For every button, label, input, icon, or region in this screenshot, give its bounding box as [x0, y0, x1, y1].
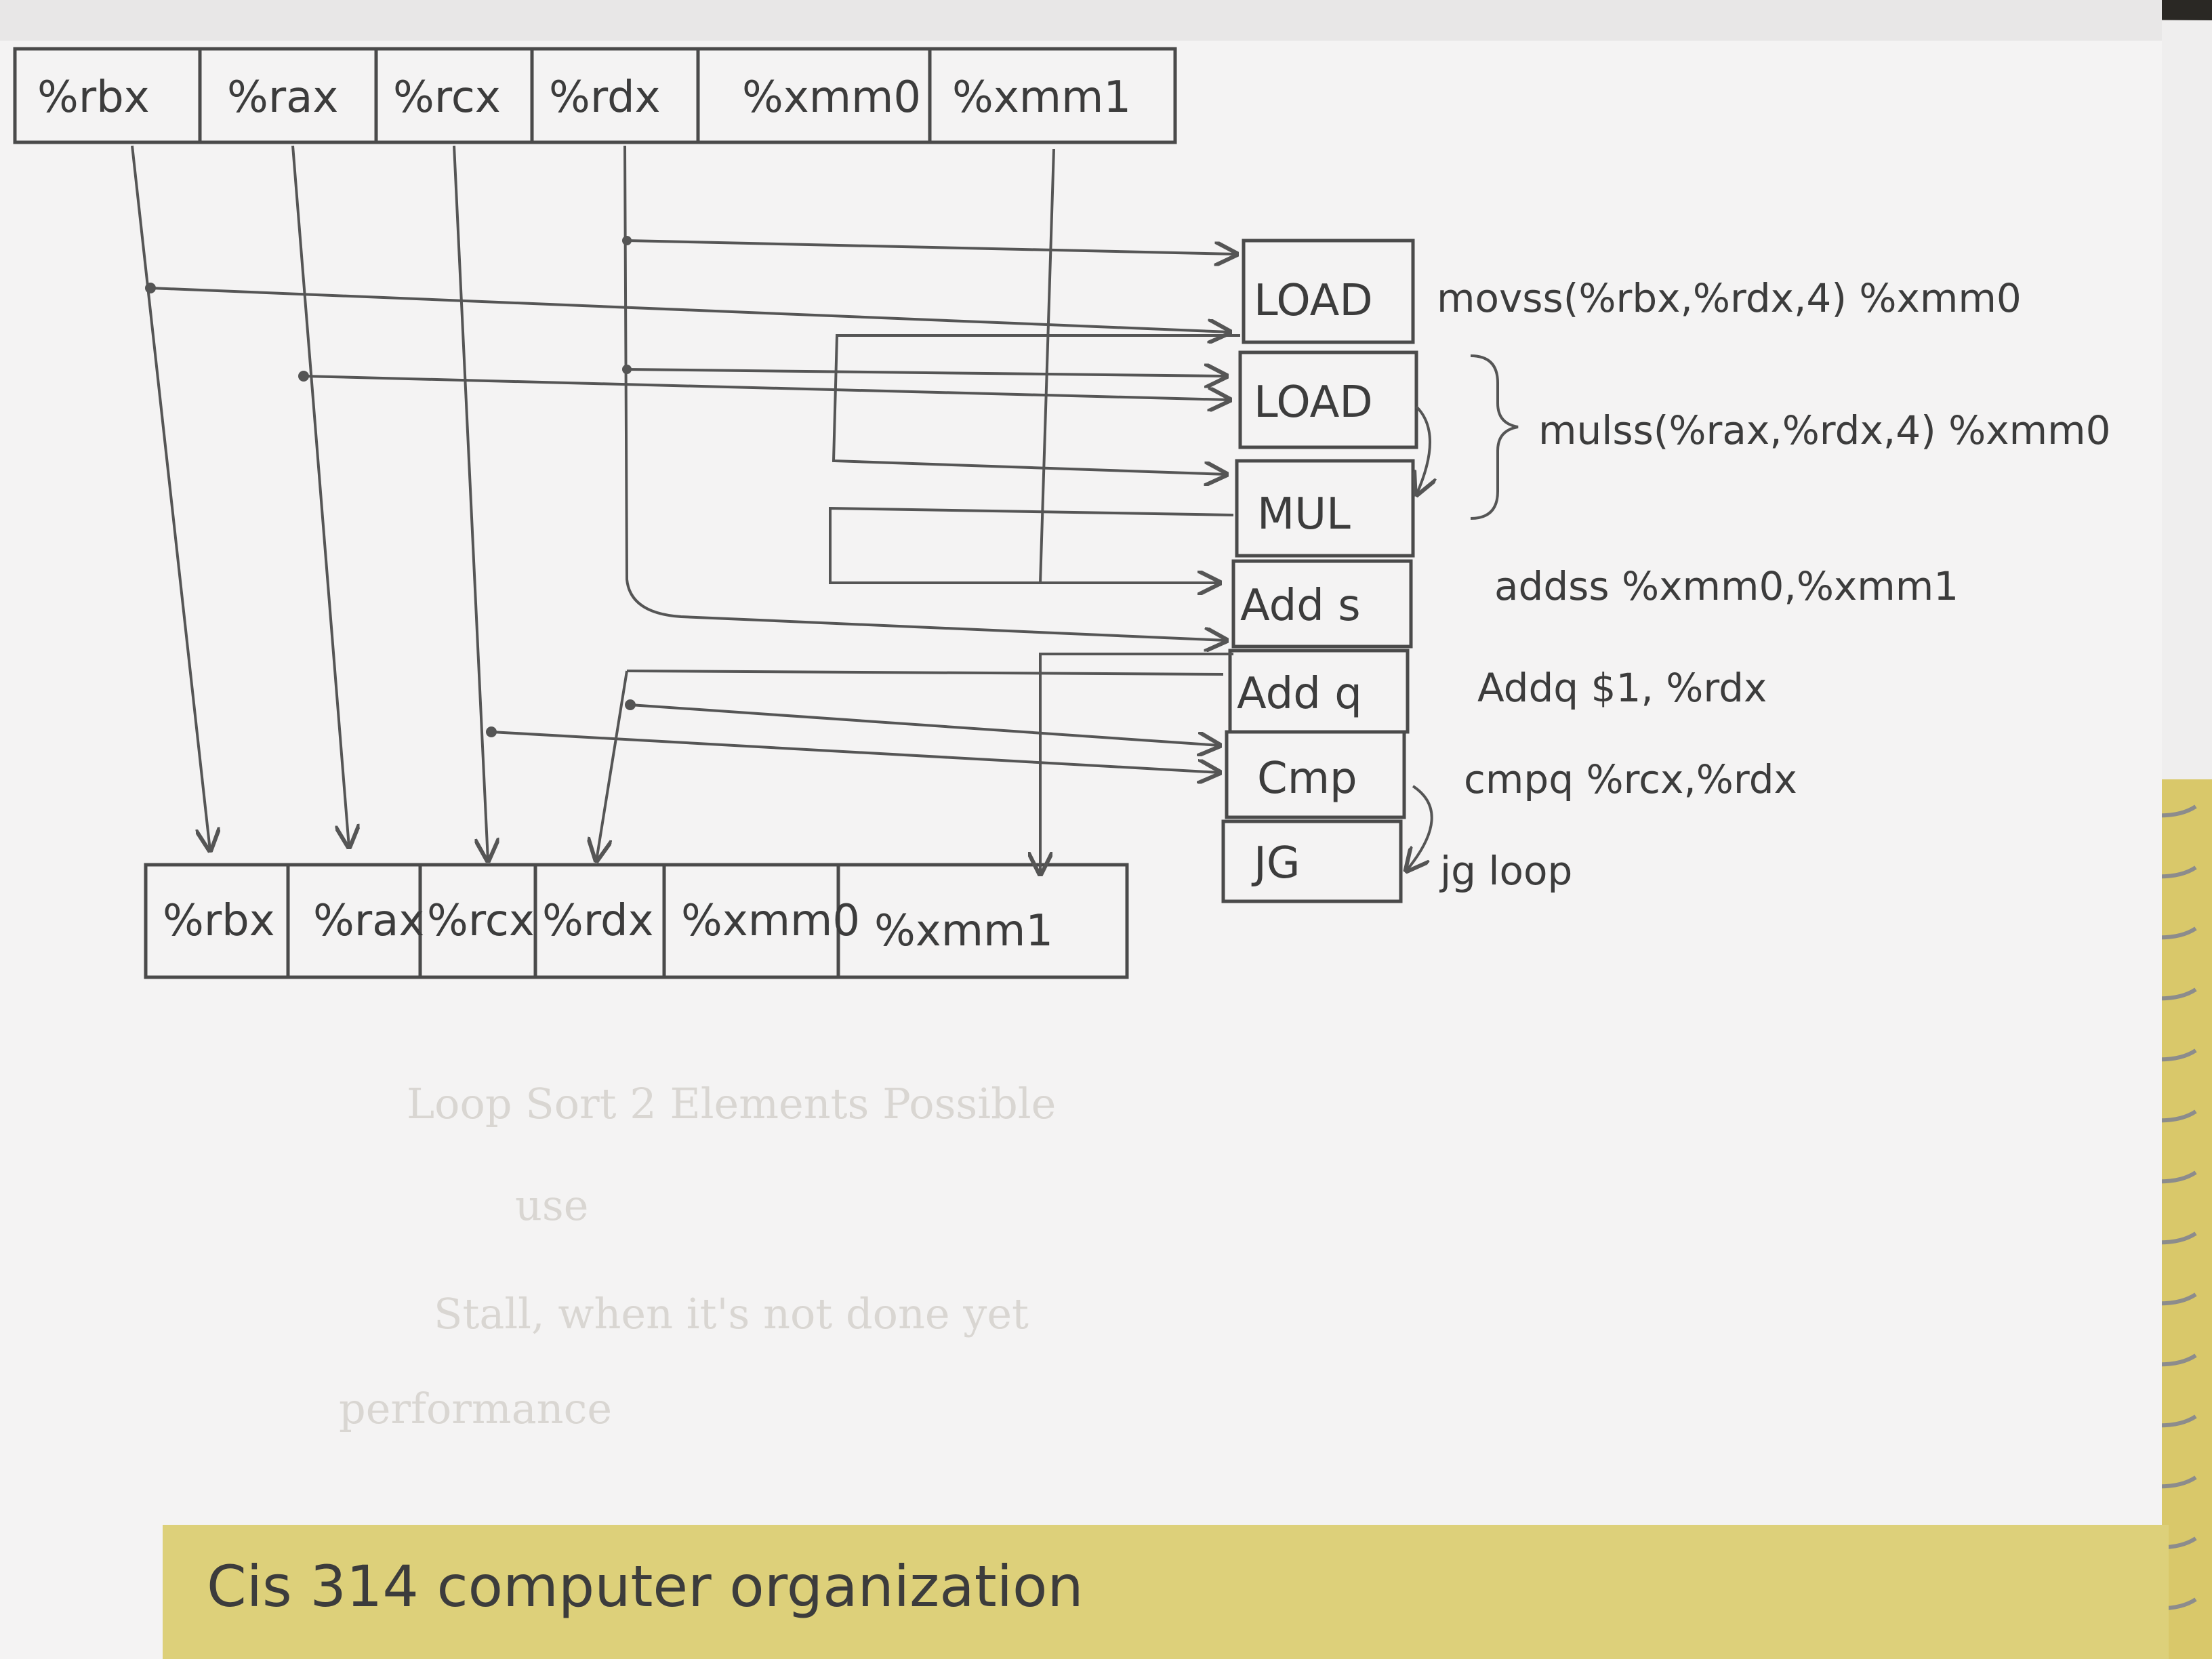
op-load-1-box [1242, 239, 1415, 344]
wire-load-to-mul [832, 334, 1240, 474]
svg-text:Loop Sort 2 Elements Possible: Loop Sort 2 Elements Possible [407, 1079, 1056, 1128]
op-load-1: LOAD [1254, 276, 1373, 326]
source-register-rdx: %rdx [549, 73, 661, 123]
dest-register-xmm0: %xmm0 [681, 896, 860, 946]
svg-text:Stall, when it's not done yet: Stall, when it's not done yet [434, 1289, 1029, 1338]
tap-rdx-1 [622, 236, 632, 245]
footer-title: Cis 314 computer organization [207, 1553, 1084, 1620]
op-adds-box [1231, 559, 1413, 649]
op-jg: JG [1251, 838, 1300, 888]
dest-register-rbx: %rbx [163, 896, 275, 946]
op-adds: Add s [1240, 581, 1361, 631]
svg-text:performance: performance [339, 1384, 612, 1433]
wire-adds-to-xmm1 [1040, 653, 1233, 874]
instr-addss: addss %xmm0,%xmm1 [1494, 563, 1959, 609]
tap-rcx [486, 726, 497, 737]
op-mul: MUL [1257, 489, 1351, 539]
bleed-through-text: Loop Sort 2 Elements Possible use Stall,… [339, 1079, 1056, 1433]
dest-register-row: %rbx %rax %rcx %rdx %xmm0 %xmm1 [144, 863, 1129, 979]
source-register-rcx: %rcx [393, 73, 501, 123]
instr-cmpq: cmpq %rcx,%rdx [1464, 756, 1797, 802]
dest-register-xmm1: %xmm1 [874, 906, 1053, 956]
wire-rax-to-load [303, 375, 1230, 400]
svg-text:use: use [515, 1181, 588, 1230]
wire-xmm1-to-adds [1038, 148, 1220, 584]
source-register-row: %rbx %rax %rcx %rdx %xmm0 %xmm1 [13, 47, 1177, 144]
tap-rax [298, 371, 309, 382]
instruction-annotations: movss(%rbx,%rdx,4) %xmm0 mulss(%rax,%rdx… [1437, 275, 2111, 894]
source-register-rax: %rax [227, 73, 338, 123]
op-cmp-box [1225, 730, 1406, 819]
tap-rdx-2 [622, 365, 632, 374]
wire-cmp-to-jg [1406, 785, 1433, 871]
instr-movss: movss(%rbx,%rdx,4) %xmm0 [1437, 275, 2022, 321]
wire-rdx-to-load2 [626, 369, 1227, 376]
dataflow-wires [131, 145, 1433, 874]
notebook-cover-edge [2155, 779, 2212, 1659]
paper-top-shadow [0, 0, 2162, 41]
tap-rdx-3 [625, 699, 636, 710]
op-mul-box [1235, 459, 1415, 558]
instr-mulss: mulss(%rax,%rdx,4) %xmm0 [1538, 407, 2111, 453]
wire-rax-down [291, 145, 349, 847]
wire-rbx-down [131, 145, 210, 851]
op-load-2: LOAD [1254, 377, 1373, 428]
op-cmp: Cmp [1257, 754, 1357, 804]
wire-rcx-down [453, 145, 488, 861]
operation-column: LOAD LOAD MUL Add s Add q Cmp JG [1221, 239, 1418, 903]
dest-register-rcx: %rcx [427, 896, 535, 946]
paper-page [0, 0, 2162, 1659]
wire-rdx-to-addq [623, 145, 1227, 640]
op-jg-box [1221, 819, 1403, 903]
wire-mul-to-adds [829, 506, 1234, 583]
source-register-xmm0: %xmm0 [742, 73, 921, 123]
wire-rdx-to-cmp [630, 703, 1220, 745]
dest-register-rdx: %rdx [542, 896, 654, 946]
tap-rbx [145, 283, 156, 293]
wire-addq-out [626, 670, 1224, 676]
op-addq: Add q [1237, 669, 1362, 719]
instr-jg: jg loop [1439, 848, 1572, 894]
dest-register-rax: %rax [313, 896, 424, 946]
wire-load2-to-mul [1416, 405, 1430, 495]
wire-rcx-to-cmp [491, 731, 1220, 773]
source-register-xmm1: %xmm1 [952, 73, 1131, 123]
mulss-brace [1470, 354, 1519, 520]
instr-addq: Addq $1, %rdx [1477, 665, 1767, 711]
wire-rdx-down [596, 670, 628, 861]
wire-rbx-to-load [150, 287, 1230, 332]
op-load-2-box [1238, 350, 1418, 449]
wire-rdx-to-load1 [626, 239, 1237, 254]
footer-tab [163, 1525, 2169, 1659]
source-register-rbx: %rbx [37, 73, 150, 123]
